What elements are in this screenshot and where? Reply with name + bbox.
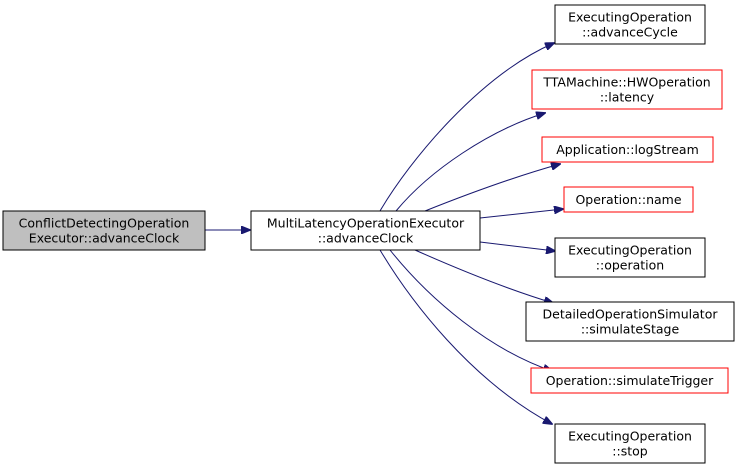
node-box: [250, 210, 481, 251]
edge-center-to-log-stream: [424, 164, 560, 212]
node-executing-operation-operation[interactable]: ExecutingOperation::operation: [554, 237, 706, 278]
node-label-line: Operation::name: [575, 192, 681, 207]
node-executing-operation-stop[interactable]: ExecutingOperation::stop: [554, 423, 706, 464]
edge-center-to-latency: [395, 113, 545, 212]
node-label-line: ::stop: [612, 444, 647, 459]
call-nodes: ConflictDetectingOperationExecutor::adva…: [2, 4, 735, 464]
edge-center-to-advance-cycle: [379, 43, 554, 212]
node-operation-name[interactable]: Operation::name: [563, 186, 694, 213]
node-box: [531, 69, 723, 110]
node-label-line: TTAMachine::HWOperation: [542, 75, 710, 90]
edge-center-to-operation: [479, 241, 555, 251]
node-label-line: ::advanceClock: [318, 231, 414, 246]
node-box: [563, 186, 694, 213]
node-box: [2, 210, 206, 251]
node-label-line: MultiLatencyOperationExecutor: [267, 216, 465, 231]
node-operation-simulate-trigger[interactable]: Operation::simulateTrigger: [530, 367, 729, 394]
node-box: [554, 423, 706, 464]
call-edges: [205, 43, 563, 424]
node-label-line: ::advanceCycle: [582, 25, 678, 40]
node-label-line: ::operation: [596, 258, 664, 273]
node-box: [541, 136, 714, 163]
node-label-line: ExecutingOperation: [568, 10, 692, 25]
node-label-line: ::simulateStage: [581, 322, 680, 337]
node-label-line: DetailedOperationSimulator: [543, 307, 719, 322]
node-detailed-simulator-simulate-stage[interactable]: DetailedOperationSimulator::simulateStag…: [525, 301, 735, 342]
node-label-line: ExecutingOperation: [568, 429, 692, 444]
edge-center-to-simulate-trigger: [389, 249, 552, 371]
node-label-line: ExecutingOperation: [568, 243, 692, 258]
edge-center-to-stop: [379, 249, 552, 424]
node-hwoperation-latency[interactable]: TTAMachine::HWOperation::latency: [531, 69, 723, 110]
node-label-line: Executor::advanceClock: [29, 231, 180, 246]
node-label-line: Application::logStream: [556, 142, 699, 157]
node-caller[interactable]: ConflictDetectingOperationExecutor::adva…: [2, 210, 206, 251]
node-box: [554, 4, 706, 45]
node-label-line: Operation::simulateTrigger: [546, 373, 714, 388]
node-executing-operation-advance-cycle[interactable]: ExecutingOperation::advanceCycle: [554, 4, 706, 45]
node-box: [554, 237, 706, 278]
node-label-line: ConflictDetectingOperation: [19, 216, 190, 231]
node-label-line: ::latency: [600, 90, 655, 105]
node-multilatency-advance-clock[interactable]: MultiLatencyOperationExecutor::advanceCl…: [250, 210, 481, 251]
edge-center-to-name: [479, 209, 563, 219]
node-box: [525, 301, 735, 342]
node-application-log-stream[interactable]: Application::logStream: [541, 136, 714, 163]
node-box: [530, 367, 729, 394]
edge-center-to-simulate-stage: [414, 249, 553, 303]
